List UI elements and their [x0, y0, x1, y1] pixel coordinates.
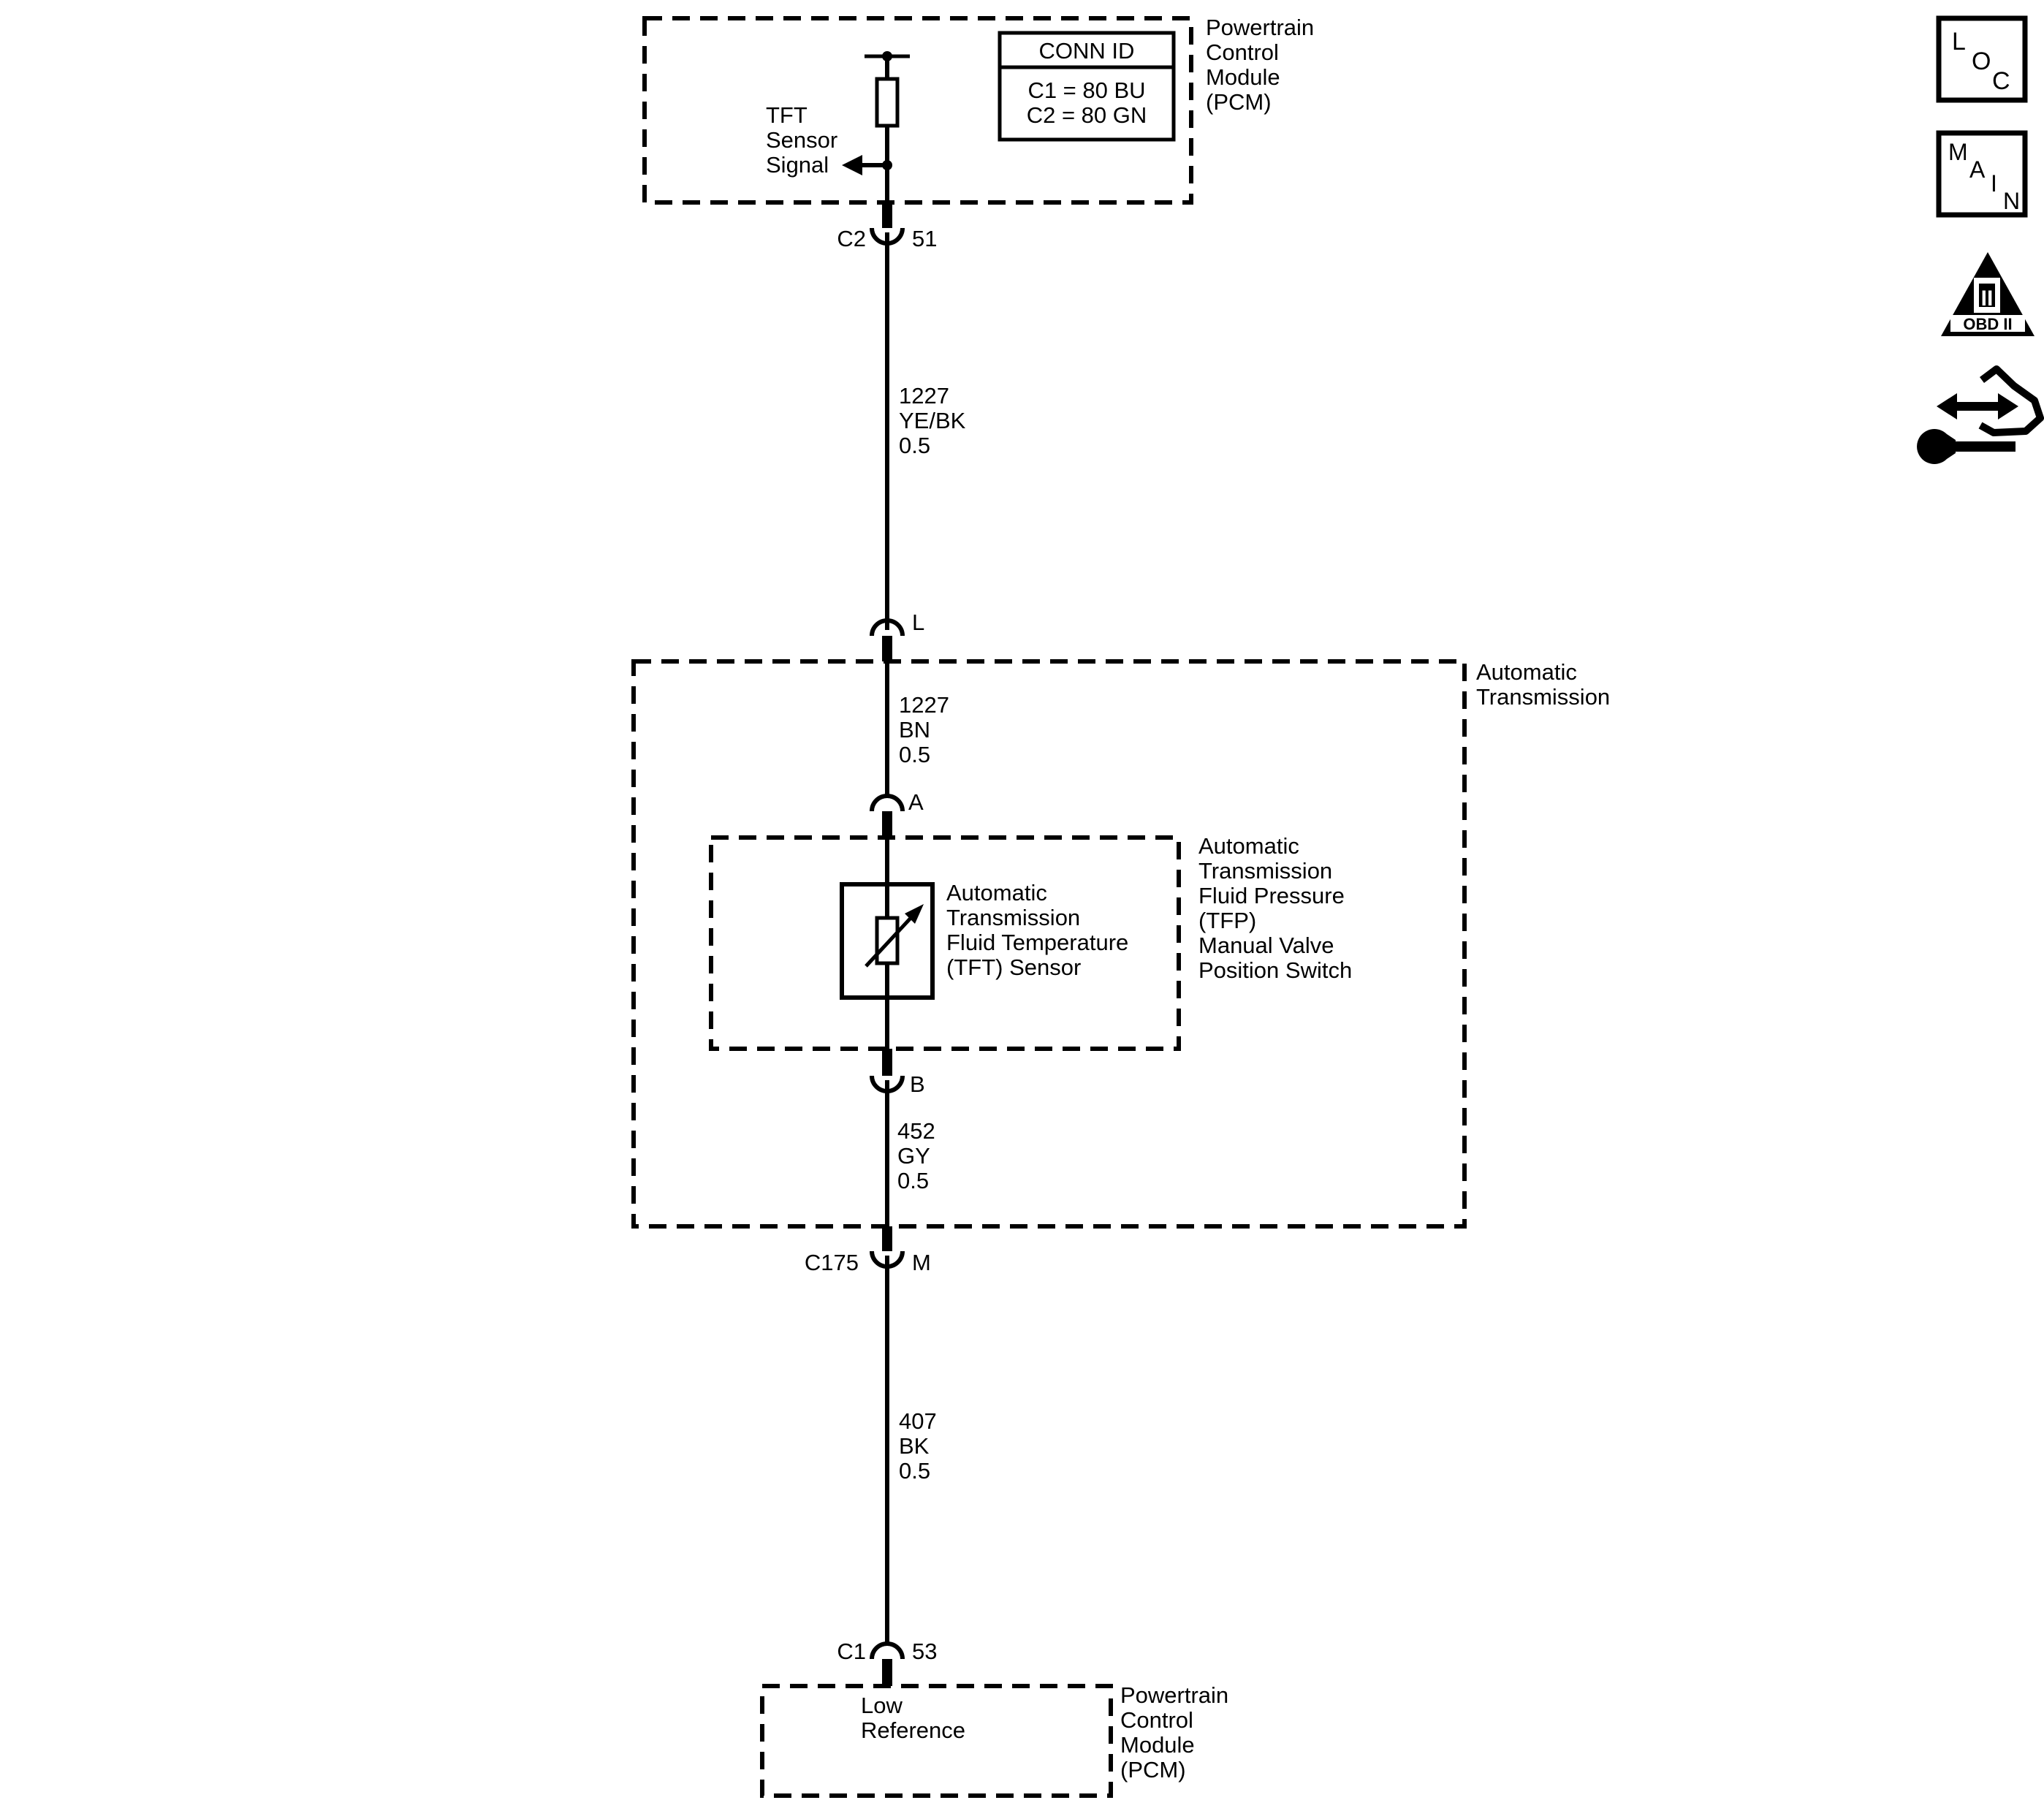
- connector-c1-pin: 53: [912, 1639, 937, 1664]
- main-icon[interactable]: M A I N: [1936, 130, 2028, 218]
- connector-c175-m: C175 M: [805, 1226, 931, 1275]
- connector-c2-pin: 51: [912, 226, 937, 251]
- connector-c2-label: C2: [837, 226, 866, 251]
- svg-text:OBD II: OBD II: [1963, 315, 2012, 333]
- pcm-bottom-boundary: [760, 1684, 1113, 1798]
- low-reference-label: Low Reference: [861, 1693, 965, 1743]
- pcm-top-boundary: [642, 16, 1193, 205]
- svg-text:L: L: [1952, 28, 1966, 56]
- transmission-boundary: [631, 659, 1467, 1229]
- pull-up-resistor: [842, 51, 910, 202]
- tft-sensor: Automatic Transmission Fluid Temperature…: [840, 838, 1135, 1049]
- wire-1-label: 1227 YE/BK 0.5: [899, 383, 972, 458]
- connector-a-pin: A: [908, 789, 924, 815]
- tft-sensor-label: Automatic Transmission Fluid Temperature…: [946, 880, 1135, 980]
- automatic-transmission: Automatic Transmission: [631, 659, 1610, 1229]
- tft-sensor-signal-label: TFT Sensor Signal: [766, 102, 844, 178]
- connector-c1-label: C1: [837, 1639, 866, 1664]
- svg-text:I: I: [1991, 170, 1997, 197]
- pcm-top-title: Powertrain Control Module (PCM): [1206, 15, 1321, 115]
- svg-text:C: C: [1992, 67, 2010, 95]
- svg-text:M: M: [1948, 139, 1968, 165]
- tfp-switch-title: Automatic Transmission Fluid Pressure (T…: [1198, 833, 1352, 983]
- wire-3-label: 452 GY 0.5: [897, 1118, 941, 1193]
- connector-l-pin: L: [912, 610, 924, 635]
- tfp-switch-boundary: [709, 835, 1181, 1051]
- connector-b: B: [870, 1049, 925, 1097]
- obd-ii-icon[interactable]: II OBD II: [1941, 252, 2034, 336]
- tfp-manual-valve-position-switch: Automatic Transmission Fluid Pressure (T…: [709, 833, 1352, 1051]
- svg-text:II: II: [1981, 286, 1994, 311]
- svg-text:N: N: [2003, 188, 2020, 214]
- connector-c175-label: C175: [805, 1250, 859, 1275]
- svg-text:O: O: [1972, 48, 1991, 75]
- connector-c2-51: C2 51: [837, 202, 937, 251]
- pcm-bottom-module: Low Reference Powertrain Control Module …: [760, 1682, 1235, 1798]
- conn-id-row-c2: C2 = 80 GN: [1027, 102, 1147, 128]
- connector-b-pin: B: [910, 1071, 925, 1097]
- transmission-title: Automatic Transmission: [1476, 659, 1610, 710]
- conn-id-box: CONN ID C1 = 80 BU C2 = 80 GN: [998, 31, 1176, 142]
- signal-arrow-icon: [842, 155, 862, 175]
- wire-2-label: 1227 BN 0.5: [899, 692, 956, 767]
- thermistor-icon: [875, 916, 900, 965]
- svg-text:A: A: [1969, 156, 1986, 183]
- conn-id-header: CONN ID: [1039, 38, 1135, 64]
- wire-4-label: 407 BK 0.5: [899, 1408, 943, 1484]
- variable-arrow-icon: [905, 904, 924, 924]
- pcm-top-module: Powertrain Control Module (PCM) CONN ID …: [642, 15, 1321, 205]
- connector-a: A: [870, 789, 924, 838]
- service-tool-icon[interactable]: [1917, 365, 2044, 464]
- connector-l: L: [870, 610, 924, 661]
- loc-icon[interactable]: L O C: [1936, 15, 2028, 103]
- connector-c175-pin: M: [912, 1250, 931, 1275]
- connector-c1-53: C1 53: [837, 1639, 937, 1686]
- conn-id-row-c1: C1 = 80 BU: [1027, 77, 1145, 103]
- pcm-bottom-title: Powertrain Control Module (PCM): [1120, 1682, 1235, 1782]
